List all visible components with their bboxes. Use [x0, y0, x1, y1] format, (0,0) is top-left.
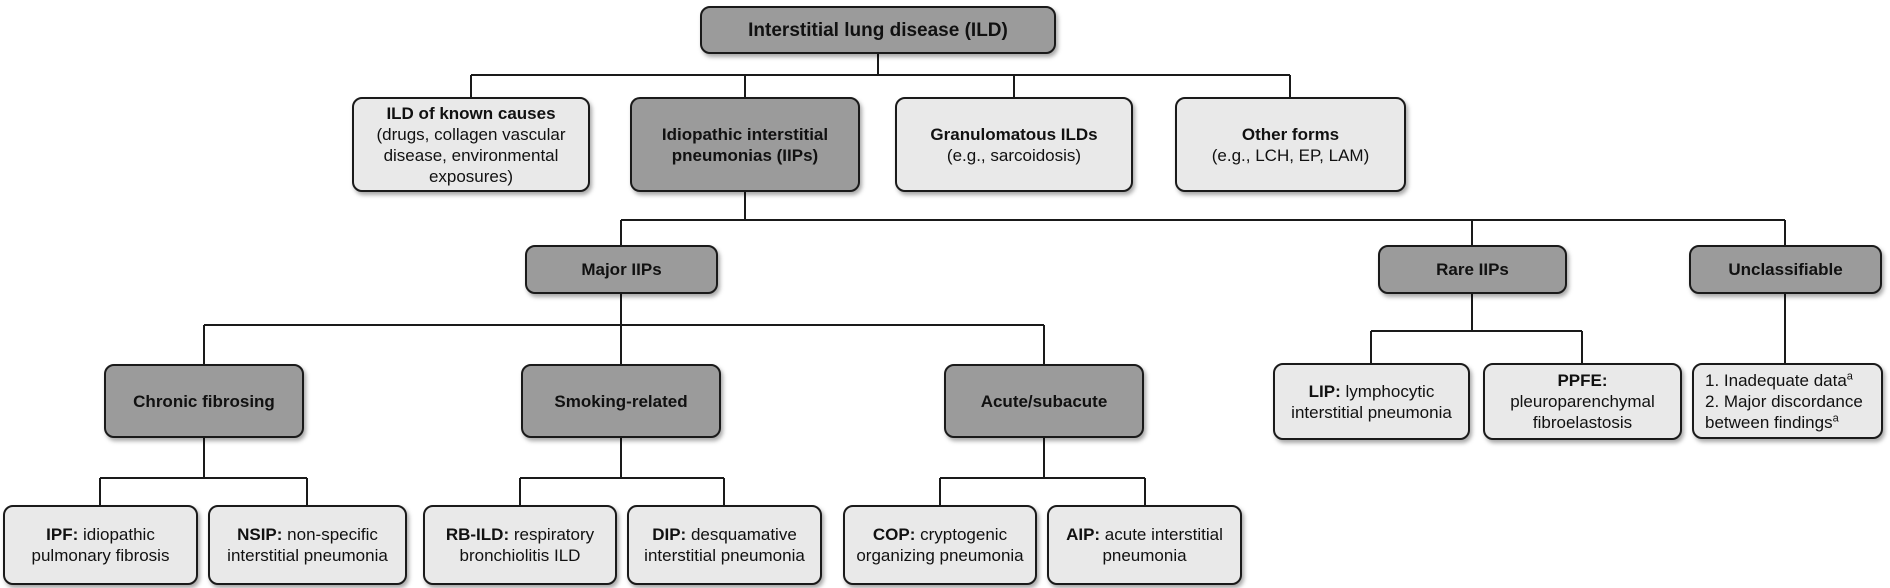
node-other-forms: Other forms (e.g., LCH, EP, LAM): [1175, 97, 1406, 192]
node-ipf-label: IPF: idiopathic pulmonary fibrosis: [31, 525, 170, 565]
node-iips-label: Idiopathic interstitial pneumonias (IIPs…: [661, 124, 829, 165]
node-ild-root-label: Interstitial lung disease (ILD): [748, 19, 1008, 41]
node-iips: Idiopathic interstitial pneumonias (IIPs…: [630, 97, 860, 192]
connector-rare-iips-to-children: [1370, 294, 1583, 363]
connector-root-to-row2: [470, 54, 1291, 97]
footnote-marker-a: a: [1832, 411, 1839, 424]
node-lip: LIP: lymphocytic interstitial pneumonia: [1273, 363, 1470, 440]
node-rb-ild: RB-ILD: respiratory bronchiolitis ILD: [423, 505, 617, 585]
node-chronic-fibrosing: Chronic fibrosing: [104, 364, 304, 438]
node-nsip: NSIP: non-specific interstitial pneumoni…: [208, 505, 407, 585]
node-other-forms-label: Other forms (e.g., LCH, EP, LAM): [1211, 124, 1370, 165]
node-major-iips-label: Major IIPs: [581, 260, 662, 279]
node-acute-subacute-label: Acute/subacute: [980, 391, 1108, 411]
node-lip-label: LIP: lymphocytic interstitial pneumonia: [1291, 381, 1452, 422]
node-aip-label: AIP: acute interstitial pneumonia: [1066, 525, 1223, 565]
node-unclassifiable-criteria-label: 1. Inadequate dataa 2. Major discordance…: [1705, 369, 1863, 432]
footnote-marker-a: a: [1846, 369, 1853, 382]
node-unclassifiable-criteria: 1. Inadequate dataa 2. Major discordance…: [1692, 363, 1883, 439]
node-chronic-fibrosing-label: Chronic fibrosing: [133, 391, 275, 411]
connector-chronic-fibrosing-to-children: [99, 438, 308, 505]
node-smoking-related-label: Smoking-related: [554, 391, 688, 411]
node-rare-iips: Rare IIPs: [1378, 245, 1567, 294]
node-ild-root: Interstitial lung disease (ILD): [700, 6, 1056, 54]
node-nsip-label: NSIP: non-specific interstitial pneumoni…: [227, 525, 388, 565]
node-cop: COP: cryptogenic organizing pneumonia: [843, 505, 1037, 585]
node-ppfe-label: PPFE: pleuroparenchymal fibroelastosis: [1510, 371, 1655, 432]
connector-iips-to-row3: [620, 192, 1786, 245]
node-granulomatous-ilds: Granulomatous ILDs (e.g., sarcoidosis): [895, 97, 1133, 192]
node-unclassifiable-label: Unclassifiable: [1728, 260, 1843, 279]
node-rb-ild-label: RB-ILD: respiratory bronchiolitis ILD: [445, 525, 595, 565]
node-smoking-related: Smoking-related: [521, 364, 721, 438]
node-acute-subacute: Acute/subacute: [944, 364, 1144, 438]
node-rare-iips-label: Rare IIPs: [1436, 260, 1509, 279]
connector-smoking-related-to-children: [519, 438, 725, 505]
node-cop-label: COP: cryptogenic organizing pneumonia: [856, 525, 1024, 565]
node-ild-known-causes: ILD of known causes (drugs, collagen vas…: [352, 97, 590, 192]
node-granulomatous-ilds-label: Granulomatous ILDs (e.g., sarcoidosis): [930, 124, 1098, 165]
node-ppfe: PPFE: pleuroparenchymal fibroelastosis: [1483, 363, 1682, 440]
node-unclassifiable: Unclassifiable: [1689, 245, 1882, 294]
node-ild-known-causes-label: ILD of known causes (drugs, collagen vas…: [376, 103, 566, 186]
node-dip-label: DIP: desquamative interstitial pneumonia: [644, 525, 805, 565]
connector-major-iips-to-groups: [203, 294, 1045, 364]
node-aip: AIP: acute interstitial pneumonia: [1047, 505, 1242, 585]
node-dip: DIP: desquamative interstitial pneumonia: [627, 505, 822, 585]
node-major-iips: Major IIPs: [525, 245, 718, 294]
node-ipf: IPF: idiopathic pulmonary fibrosis: [3, 505, 198, 585]
connector-acute-subacute-to-children: [939, 438, 1146, 505]
